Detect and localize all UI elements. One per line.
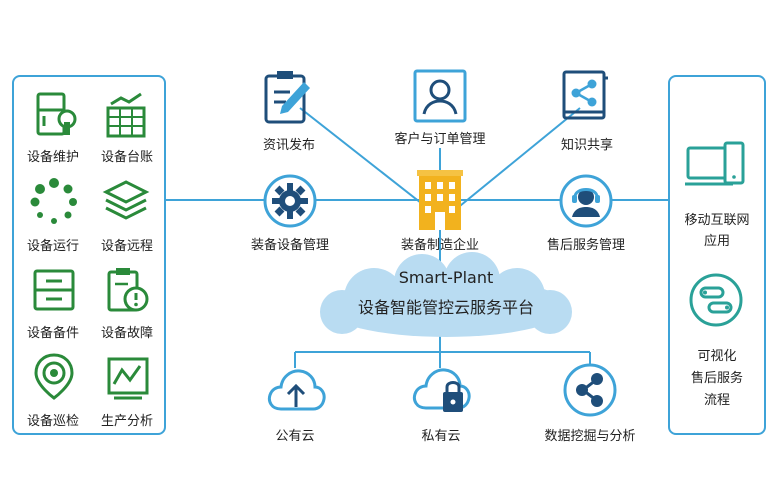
analysis-chart-icon — [107, 357, 149, 400]
headset-agent-icon — [559, 174, 613, 228]
book-share-icon — [562, 70, 608, 120]
devices-icon — [685, 141, 745, 186]
right-item-2-line-2: 售后服务 — [690, 371, 743, 386]
user-profile-icon — [413, 69, 467, 123]
left-item-label-7: 设备巡检 — [26, 414, 79, 429]
cloud-lock-icon — [412, 368, 471, 412]
right-item-1-line-1: 移动互联网 — [684, 213, 750, 228]
right-panel — [668, 75, 766, 435]
location-pin-icon — [34, 353, 74, 400]
cloud-platform: Smart-Plant 设备智能管控云服务平台 — [312, 268, 580, 328]
top-node-label-2: 客户与订单管理 — [394, 132, 486, 147]
right-item-2-line-3: 流程 — [703, 393, 730, 408]
spreadsheet-chart-icon — [106, 92, 146, 138]
fridge-wrench-icon — [36, 92, 77, 136]
left-item-label-6: 设备故障 — [100, 326, 153, 341]
layers-icon — [102, 180, 150, 220]
left-item-label-5: 设备备件 — [26, 326, 79, 341]
cloud-upload-icon — [267, 369, 326, 411]
left-item-label-4: 设备远程 — [100, 239, 153, 254]
right-item-1-line-2: 应用 — [703, 234, 730, 249]
clipboard-alert-icon — [107, 268, 149, 312]
left-item-label-3: 设备运行 — [26, 239, 79, 254]
middle-node-label-left: 装备设备管理 — [250, 238, 329, 253]
middle-node-label-right: 售后服务管理 — [546, 238, 625, 253]
cabinet-icon — [33, 269, 75, 311]
gear-icon — [263, 174, 317, 228]
cloud-shape — [320, 252, 572, 337]
left-item-label-8: 生产分析 — [100, 414, 153, 429]
cloud-title: Smart-Plant — [398, 268, 494, 287]
middle-node-label-center: 装备制造企业 — [400, 238, 479, 253]
loading-dots-icon — [30, 178, 77, 224]
right-item-2: 可视化 售后服务 流程 — [668, 346, 766, 412]
edit-document-icon — [264, 71, 310, 124]
bottom-node-label-2: 私有云 — [421, 429, 461, 444]
right-item-2-line-1: 可视化 — [697, 349, 737, 364]
top-node-label-1: 资讯发布 — [262, 138, 315, 153]
flow-cycle-icon — [689, 273, 743, 327]
cloud-subtitle: 设备智能管控云服务平台 — [357, 298, 534, 317]
bottom-node-label-3: 数据挖掘与分析 — [544, 429, 636, 444]
right-item-1: 移动互联网 应用 — [668, 210, 766, 252]
top-node-label-3: 知识共享 — [560, 138, 613, 153]
bottom-node-label-1: 公有云 — [275, 429, 315, 444]
left-item-label-1: 设备维护 — [26, 150, 79, 165]
building-icon — [417, 170, 463, 230]
share-network-icon — [563, 363, 617, 417]
left-item-label-2: 设备台账 — [100, 150, 153, 165]
